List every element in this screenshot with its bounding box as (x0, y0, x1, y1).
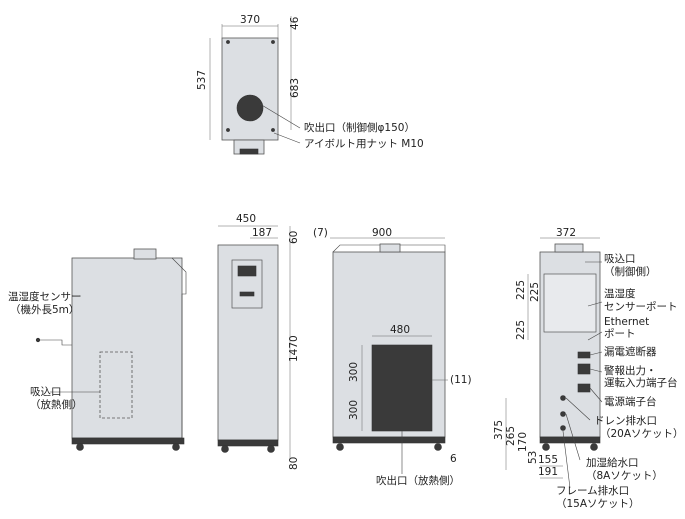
breaker (577, 351, 591, 359)
dim-back-h1: 225 (515, 280, 527, 300)
dim-right-gap: (11) (450, 374, 472, 386)
callout-inlet-2: （放熱側） (30, 398, 83, 411)
callout-drain-1: ドレン排水口 (594, 414, 657, 427)
caster-1 (76, 443, 84, 451)
callout-bolt: アイボルト用ナット M10 (304, 138, 424, 150)
callout-alarm-2: 運転入力端子台 (604, 376, 678, 389)
left-inlet-frame (99, 351, 133, 419)
front-caster-1 (221, 445, 229, 453)
dim-v265: 265 (505, 426, 517, 446)
dim-front-width: 450 (236, 213, 256, 225)
dim-front-panel: 187 (252, 227, 272, 239)
drain-port (560, 395, 566, 401)
callout-outlet: 吹出口（制御側φ150） (304, 121, 415, 134)
bolt-nut-3 (226, 128, 230, 132)
sensor-tip (35, 337, 41, 343)
callout-back-inlet-1: 吸込口 (604, 253, 636, 265)
bolt-nut-2 (271, 40, 275, 44)
outlet-circle (236, 94, 264, 122)
callout-right-outlet: 吹出口（放熱側） (376, 474, 460, 487)
top-view-body (221, 37, 279, 141)
callout-alarm-1: 警報出力・ (604, 364, 657, 377)
dim-outlet-width: 480 (390, 324, 410, 336)
left-side-profile (171, 257, 187, 438)
callout-frame-1: フレーム排水口 (556, 484, 629, 497)
leader-bolt (273, 132, 301, 144)
left-side-view: 温湿度センサー （機外長5m） 吸込口 （放熱側） (8, 248, 187, 451)
dim-front-height: 1470 (288, 335, 300, 362)
dim-outlet-h2: 300 (348, 400, 360, 420)
outlet-grille (371, 344, 433, 432)
callout-port-2: センサーポート (604, 301, 678, 313)
top-view: 370 537 46 683 吹出口（制御側φ150） アイボルト用ナット M1… (196, 14, 424, 155)
callout-inlet-1: 吸込口 (30, 386, 62, 398)
dim-back-h2: 225 (515, 320, 527, 340)
dim-outlet-label: 683 (289, 78, 301, 98)
dim-back-h3: 225 (529, 282, 541, 302)
callout-power: 電源端子台 (604, 395, 657, 408)
right-side-cap (379, 243, 401, 253)
leader-outlet (259, 103, 301, 129)
back-inlet-frame (543, 273, 597, 333)
front-caster-2 (267, 445, 275, 453)
callout-drain-2: （20Aソケット） (600, 428, 684, 440)
brand-badge (239, 291, 255, 297)
dim-outlet-h1: 300 (348, 362, 360, 382)
dim-width-label: 370 (240, 14, 260, 26)
callout-humid-1: 加湿給水口 (586, 456, 639, 469)
display-screen (237, 265, 257, 277)
humid-port (560, 411, 566, 417)
back-view: 372 225 225 225 375 265 170 53 155 191 吸… (493, 227, 684, 510)
right-caster-1 (336, 443, 344, 451)
dim-front-top: 60 (288, 231, 300, 244)
left-side-base (71, 437, 185, 445)
callout-port-1: 温湿度 (604, 287, 636, 300)
dim-v53: 53 (527, 451, 539, 464)
dim-right-foot: 6 (450, 453, 457, 465)
right-caster-2 (434, 443, 442, 451)
front-view: 450 187 60 1470 80 (217, 213, 300, 470)
dim-right-width: 900 (372, 227, 392, 239)
front-base (217, 439, 279, 447)
back-caster-1 (542, 443, 550, 451)
right-side-base (332, 436, 446, 444)
callout-frame-2: （15Aソケット） (556, 498, 640, 510)
terminal-block-2 (577, 383, 591, 393)
top-view-duct-slot (239, 148, 259, 155)
dim-v155: 155 (538, 454, 558, 466)
callout-sensor-1: 温湿度センサー (8, 290, 82, 303)
left-side-top-cap (133, 248, 157, 260)
dim-back-width: 372 (556, 227, 576, 239)
dim-right-offset: (7) (313, 227, 328, 239)
front-body (217, 244, 279, 441)
right-side-view: (7) 900 480 300 300 (11) 6 吹出口（放熱側） (313, 227, 472, 487)
left-side-body (71, 257, 183, 439)
back-caster-2 (590, 443, 598, 451)
bolt-nut-4 (271, 128, 275, 132)
callout-breaker: 漏電遮断器 (604, 345, 657, 358)
dim-front-base: 80 (288, 457, 300, 470)
callout-eth-2: ポート (604, 328, 636, 340)
dim-top-label: 46 (289, 16, 301, 30)
terminal-block-1 (577, 363, 591, 375)
callout-humid-2: （8Aソケット） (586, 470, 663, 482)
bolt-nut-1 (226, 40, 230, 44)
sensor-cable (40, 339, 72, 346)
callout-back-inlet-2: （制御側） (604, 265, 657, 278)
back-base (539, 436, 601, 444)
back-cap (554, 243, 584, 253)
dim-v375: 375 (493, 420, 505, 440)
dim-depth-label: 537 (196, 70, 208, 90)
caster-2 (172, 443, 180, 451)
dim-v170: 170 (517, 432, 529, 452)
callout-sensor-2: （機外長5m） (10, 303, 79, 316)
dim-v191: 191 (538, 466, 558, 478)
control-panel (231, 259, 263, 309)
frame-port (560, 425, 566, 431)
callout-eth-1: Ethernet (604, 316, 649, 328)
